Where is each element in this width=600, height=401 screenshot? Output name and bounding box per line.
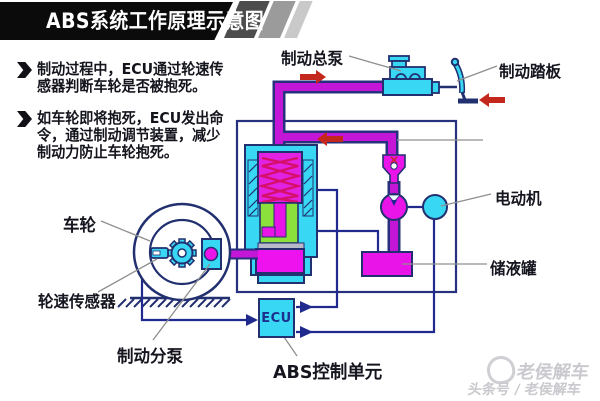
hydraulic-unit-box [235, 119, 458, 294]
label-motor: 电动机 [495, 189, 542, 208]
solenoid-spring [257, 156, 303, 204]
return-line [317, 229, 380, 251]
watermark-byline: 头条号 / 老侯解车 [466, 382, 582, 398]
page-title: ABS系统工作原理示意图 [46, 9, 265, 33]
label-abs-control-unit: ABS控制单元 [273, 362, 383, 383]
gear-icon [167, 238, 197, 268]
label-wheel-cylinder: 制动分泵 [117, 347, 183, 367]
cylinder-boss [431, 81, 440, 94]
note-1: 制动过程中，ECU通过轮速传 感器判断车轮是否被抱死。 [17, 61, 235, 95]
note-1-line-1: 制动过程中，ECU通过轮速传 [37, 60, 224, 78]
bullet-arrow-icon [17, 111, 32, 127]
label-reservoir: 储液罐 [490, 259, 537, 278]
check-valve-mark [390, 156, 398, 164]
pointer-sensor [97, 258, 158, 293]
pump-notch [387, 194, 401, 203]
title-banner [0, 2, 233, 40]
sensor-tip [152, 250, 161, 256]
ecu-box: ECU [258, 298, 295, 338]
check-valve-ball [390, 162, 398, 170]
bullet-arrow-icon [17, 62, 32, 78]
flow-arrow-right-icon [300, 70, 326, 84]
modulator-piston [255, 248, 305, 274]
flow-arrow-left-icon [317, 132, 343, 146]
label-master-cylinder: 制动总泵 [281, 49, 344, 68]
pointer-motor [440, 193, 492, 207]
coil-windings [247, 159, 314, 217]
master-cylinder-body [382, 78, 433, 96]
ecu-box-label: ECU [261, 310, 292, 326]
note-1-line-2: 感器判断车轮是否被抱死。 [37, 77, 207, 95]
label-wheel: 车轮 [63, 216, 96, 236]
note-2-line-1: 如车轮即将抱死，ECU发出命 [37, 109, 224, 127]
pointer-wheel-cylinder [152, 263, 211, 341]
valve-signal-arrowhead [300, 301, 313, 313]
ecu-to-motor-wire [296, 220, 436, 334]
motor-signal-arrowhead [300, 326, 313, 338]
pedal-pivot [450, 57, 460, 67]
wheel-assembly [132, 202, 232, 302]
chamber-port-side [261, 226, 276, 238]
pump-arrow [391, 200, 397, 206]
cylinder-piston [203, 246, 219, 262]
ecu-to-valve-wire [296, 188, 339, 309]
chamber-port-vertical [273, 202, 287, 238]
label-brake-pedal: 制动踏板 [499, 62, 562, 81]
note-2-line-3: 制动力防止车轮抱死。 [37, 143, 179, 161]
label-pointers [97, 55, 498, 357]
wire-arrowheads [246, 301, 313, 338]
modulator-foot [257, 274, 305, 284]
note-2-line-2: 令，通过制动调节装置，减少 [37, 126, 221, 144]
pointer-brake-pedal [456, 65, 498, 82]
pressure-modulator [244, 144, 318, 284]
hydraulic-pump [380, 193, 408, 221]
flow-arrows [300, 70, 505, 146]
label-wheel-speed-sensor: 轮速传感器 [38, 292, 116, 311]
pointer-wheel [100, 220, 151, 242]
note-2: 如车轮即将抱死，ECU发出命 令，通过制动调节装置，减少 制动力防止车轮抱死。 [17, 110, 235, 161]
electric-motor [422, 194, 448, 220]
branch-pipe [279, 133, 396, 158]
pointer-master-cylinder [348, 55, 402, 72]
pedal-force-arrow-icon [479, 93, 505, 107]
sensor-signal-arrowhead [246, 314, 258, 326]
